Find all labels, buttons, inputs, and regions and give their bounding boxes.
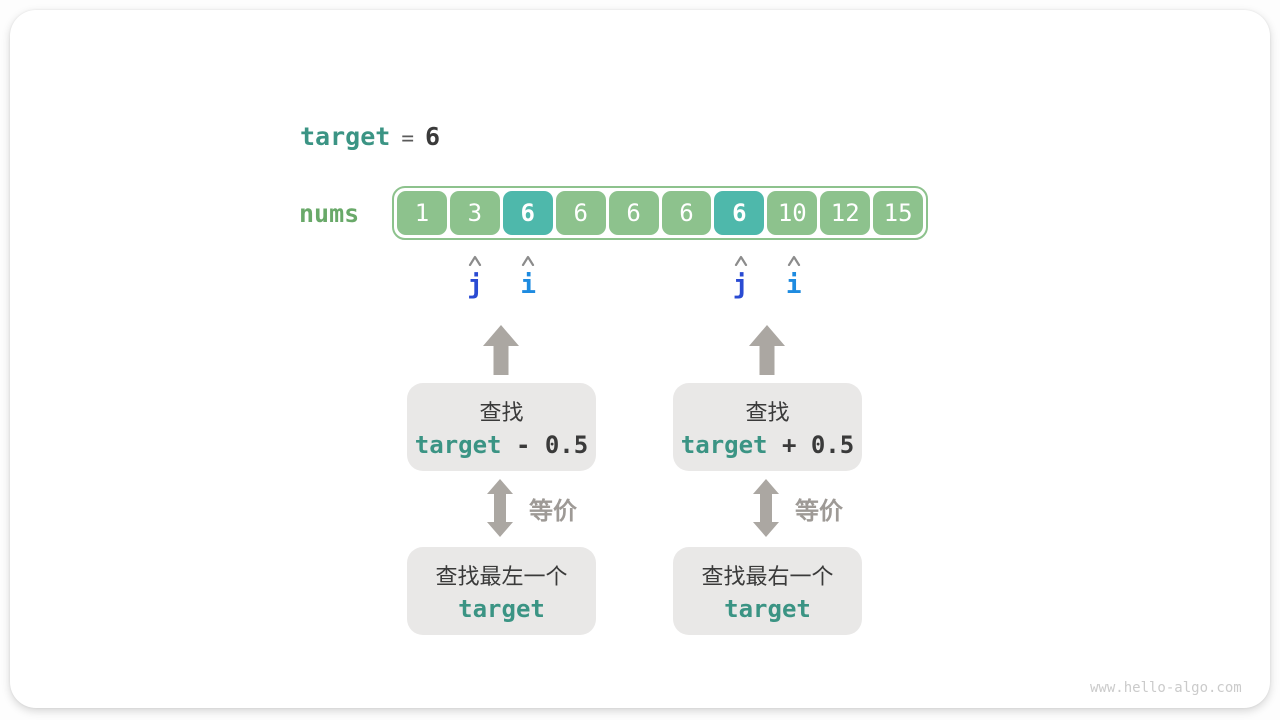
target-assignment: target = 6	[300, 122, 440, 151]
pointer-i-cell-7: i	[774, 255, 814, 298]
caret-up-icon	[734, 255, 747, 266]
search-expression: target + 0.5	[681, 431, 854, 459]
up-arrow-icon	[483, 325, 519, 375]
leftmost-box: 查找最左一个 target	[407, 547, 596, 635]
search-title: 查找	[745, 400, 790, 425]
pointer-i-cell-2: i	[508, 255, 548, 298]
leftmost-title: 查找最左一个	[435, 564, 568, 589]
search-title: 查找	[479, 400, 524, 425]
array-cell-3: 6	[555, 191, 606, 235]
double-arrow-icon	[753, 479, 779, 537]
equivalence-label: 等价	[795, 497, 843, 525]
expr-offset: - 0.5	[515, 431, 589, 459]
double-arrow-icon	[487, 479, 513, 537]
search-box-left: 查找 target - 0.5	[407, 383, 596, 471]
pointer-label: j	[732, 270, 749, 300]
caret-up-icon	[522, 255, 535, 266]
array-cell-0: 1	[397, 191, 447, 235]
caret-up-icon	[787, 255, 800, 266]
search-expression: target - 0.5	[415, 431, 588, 459]
equivalence-right: 等价	[752, 479, 843, 537]
rightmost-box: 查找最右一个 target	[673, 547, 862, 635]
pointer-label: j	[467, 270, 483, 300]
array-cell-5: 6	[661, 191, 712, 235]
caret-up-icon	[468, 255, 482, 266]
equals-sign: =	[401, 126, 414, 150]
pointer-j-cell-6: j	[721, 255, 761, 298]
nums-array-label: nums	[299, 199, 360, 228]
expr-offset: + 0.5	[781, 431, 855, 459]
array-cell-8: 12	[820, 191, 871, 235]
array-cell-9: 15	[873, 191, 924, 235]
target-value: 6	[424, 122, 441, 151]
target-variable: target	[300, 122, 391, 151]
expr-variable: target	[680, 431, 768, 459]
rightmost-variable: target	[724, 595, 811, 623]
rightmost-title: 查找最右一个	[701, 564, 834, 589]
watermark: www.hello-algo.com	[1090, 680, 1242, 696]
equivalence-left: 等价	[486, 479, 577, 537]
array-cell-6-highlighted: 6	[714, 191, 765, 235]
array-cell-7: 10	[767, 191, 818, 235]
equivalence-label: 等价	[529, 497, 577, 525]
pointer-j-cell-1: j	[455, 255, 495, 298]
array-cell-1: 3	[449, 191, 500, 235]
search-box-right: 查找 target + 0.5	[673, 383, 862, 471]
array-cell-2-highlighted: 6	[502, 191, 553, 235]
expr-variable: target	[414, 431, 502, 459]
array-cell-4: 6	[608, 191, 659, 235]
leftmost-variable: target	[458, 595, 545, 623]
pointer-label: i	[785, 270, 802, 300]
pointer-label: i	[520, 270, 537, 300]
up-arrow-icon	[749, 325, 785, 375]
